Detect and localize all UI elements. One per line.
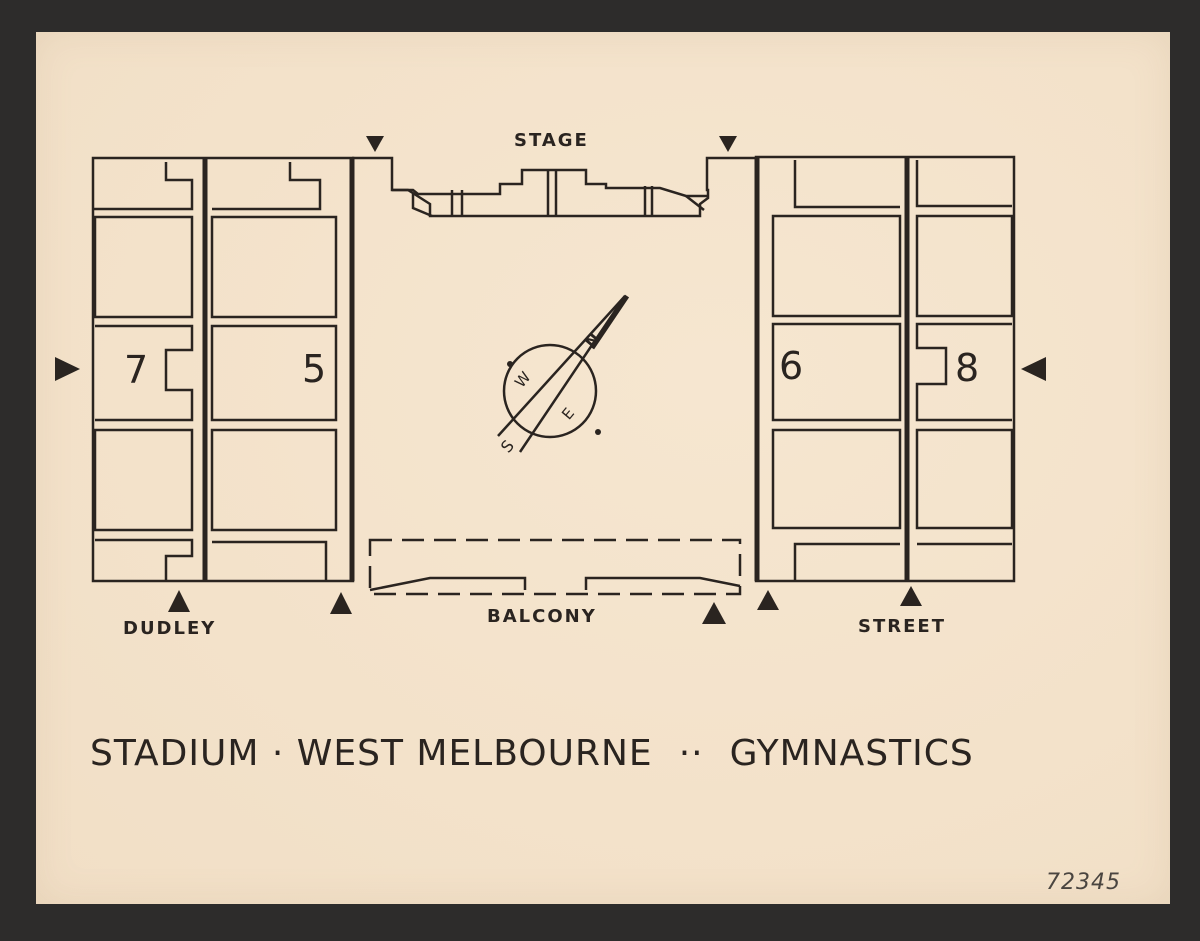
section-5-number: 5 (302, 347, 327, 391)
section-6-number: 6 (779, 344, 804, 388)
entrance-arrow-icon (55, 357, 80, 381)
stage-outline (352, 156, 756, 218)
section-8-number: 8 (955, 346, 980, 390)
dudley-street-label: DUDLEY (123, 618, 217, 639)
serial-number: 72345 (1046, 870, 1121, 895)
street-label: STREET (858, 616, 946, 637)
entrance-arrow-icon (330, 592, 352, 614)
event-name: GYMNASTICS (729, 733, 974, 774)
entrance-arrow-icon (1021, 357, 1046, 381)
entrance-arrow-icon (366, 136, 384, 152)
venue-name: STADIUM · WEST MELBOURNE (90, 733, 653, 774)
balcony-label: BALCONY (487, 606, 597, 627)
entrance-arrow-icon (900, 586, 922, 606)
entrance-arrow-icon (168, 590, 190, 612)
balcony-outline (368, 538, 742, 596)
entrance-arrow-icon (702, 602, 726, 624)
ticket-card (36, 32, 1170, 904)
right-seating-block (754, 155, 1016, 583)
left-seating-block (91, 156, 355, 583)
entrance-arrow-icon (719, 136, 737, 152)
entrance-arrow-icon (757, 590, 779, 610)
event-title: STADIUM · WEST MELBOURNE ·· GYMNASTICS (90, 733, 974, 774)
stage-label: STAGE (514, 130, 589, 151)
section-7-number: 7 (124, 348, 149, 392)
title-separator: ·· (678, 733, 704, 774)
compass-rose (497, 294, 630, 453)
entrance-markers (55, 136, 1046, 624)
